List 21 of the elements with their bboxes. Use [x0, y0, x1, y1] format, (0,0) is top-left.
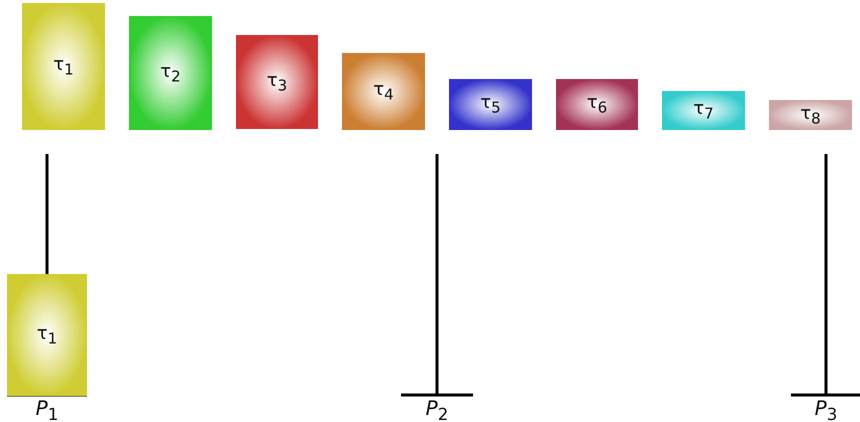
task-label: τ$_{5}$: [480, 92, 501, 117]
processor-label: P$_{2}$: [426, 396, 448, 422]
processor-label: P$_{3}$: [814, 396, 838, 422]
task-label: τ$_{4}$: [373, 79, 394, 104]
task-block: [129, 16, 212, 130]
task-block: [556, 79, 638, 130]
task-block: [342, 53, 425, 130]
task-block: [22, 3, 105, 130]
task-block: [449, 79, 532, 130]
task-label: τ$_{7}$: [693, 98, 714, 123]
task-block: [7, 274, 87, 396]
task-block: [236, 35, 318, 129]
task-label: τ$_{1}$: [36, 322, 58, 348]
task-block: [769, 100, 852, 130]
task-label: τ$_{1}$: [53, 54, 74, 79]
processor-label: P$_{1}$: [36, 396, 58, 422]
task-label: τ$_{8}$: [800, 102, 821, 128]
task-label: τ$_{6}$: [586, 92, 608, 117]
task-block: [662, 91, 745, 130]
task-label: τ$_{3}$: [266, 70, 288, 94]
task-label: τ$_{2}$: [160, 60, 181, 86]
